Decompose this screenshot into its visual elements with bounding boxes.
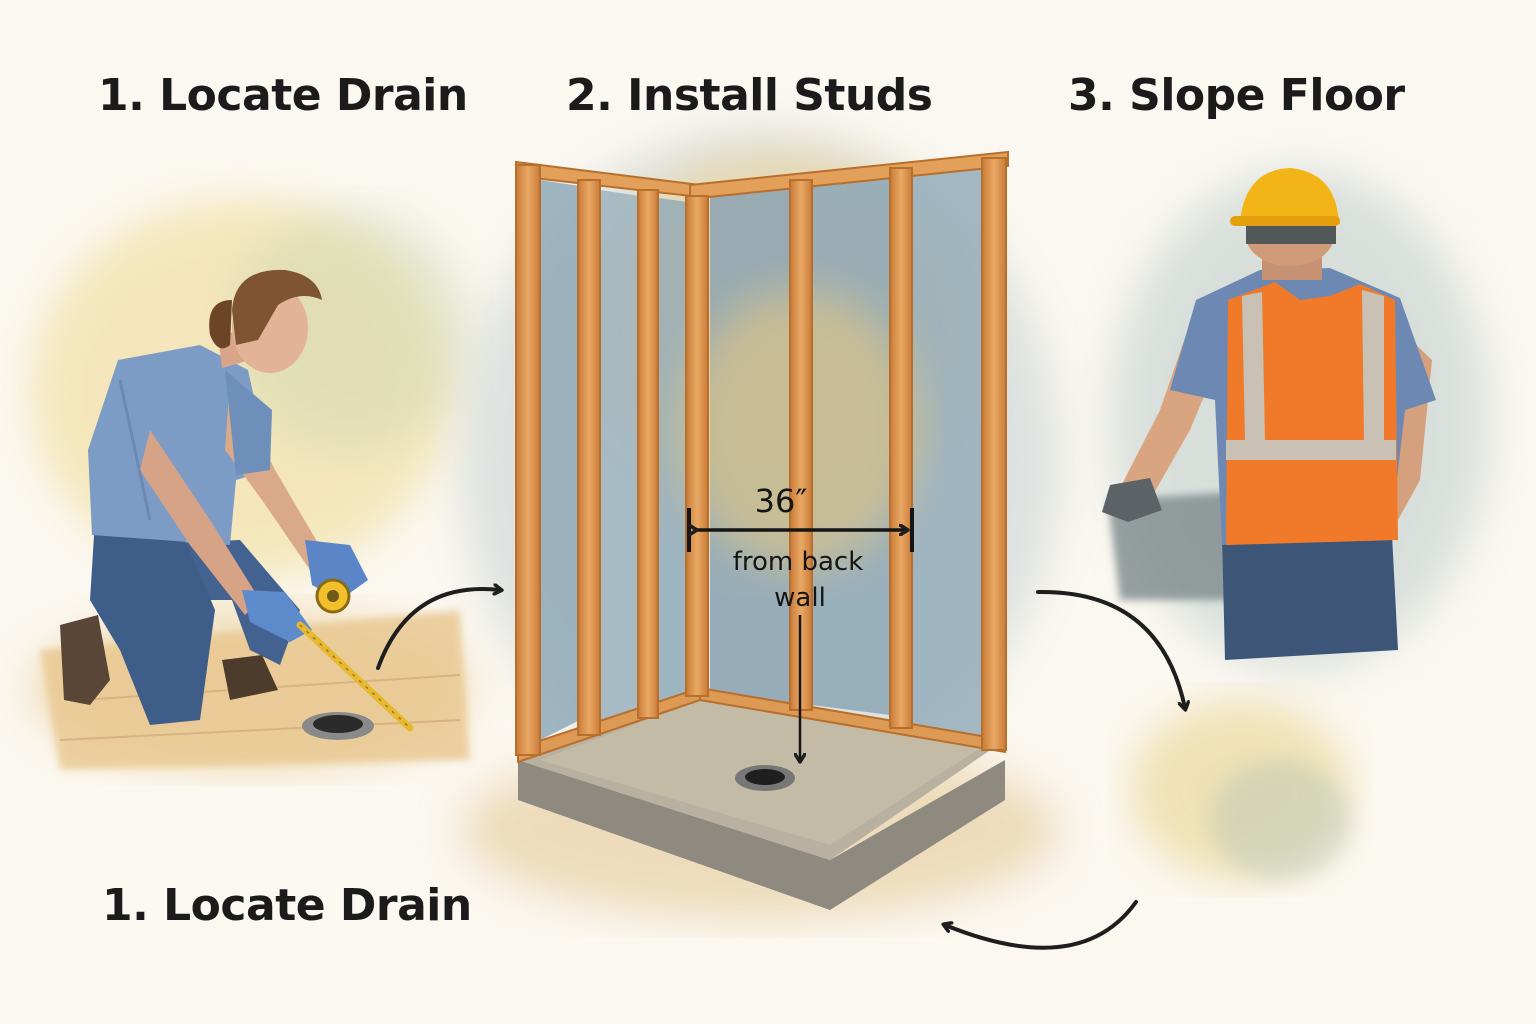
floor-drain-center: [735, 765, 795, 791]
flow-arrow-1: [376, 589, 500, 670]
flow-arrow-3: [945, 900, 1138, 950]
dimension-note-line2: wall: [774, 583, 826, 613]
reflective-strap: [1242, 292, 1265, 440]
stud: [515, 164, 541, 756]
floor-drain-left: [302, 712, 374, 740]
hard-hat-brim: [1230, 216, 1340, 226]
leg-front: [90, 520, 215, 725]
bottom-step-label: 1. Locate Drain: [102, 880, 472, 931]
dimension-value: 36″: [755, 482, 808, 520]
shower-stud-frame: [515, 150, 1009, 910]
step-3-title: 3. Slope Floor: [1068, 70, 1405, 121]
glove: [1102, 478, 1162, 522]
worker-measuring-figure: [40, 269, 470, 770]
flow-arrow-2: [1036, 589, 1185, 708]
hair: [232, 269, 322, 345]
stud: [577, 179, 601, 736]
headband: [1246, 226, 1336, 244]
boot-front: [222, 655, 278, 700]
stud: [981, 157, 1007, 751]
torso: [88, 345, 270, 545]
stud: [685, 195, 709, 697]
hard-hat: [1240, 168, 1340, 224]
boot-back: [60, 615, 110, 705]
stud: [889, 167, 913, 729]
tape-measure: [296, 578, 414, 732]
trousers: [1222, 535, 1398, 660]
arm-right: [140, 430, 260, 615]
reflective-strap: [1362, 290, 1384, 440]
glove-left: [242, 590, 312, 642]
step-2-title: 2. Install Studs: [566, 70, 933, 121]
top-plate-back: [689, 150, 1009, 201]
concrete-base-front: [518, 760, 1005, 910]
worker-hardhat-figure: [1102, 168, 1436, 660]
safety-vest: [1226, 282, 1398, 545]
sleeve-right: [225, 370, 272, 475]
dimension-note-line1: from back: [733, 547, 864, 577]
dimension-annotation: 36″ from back wall: [687, 482, 914, 760]
reflective-stripe: [1226, 440, 1396, 460]
step-1-title: 1. Locate Drain: [98, 70, 468, 121]
ponytail: [209, 300, 232, 349]
stud: [637, 189, 659, 719]
